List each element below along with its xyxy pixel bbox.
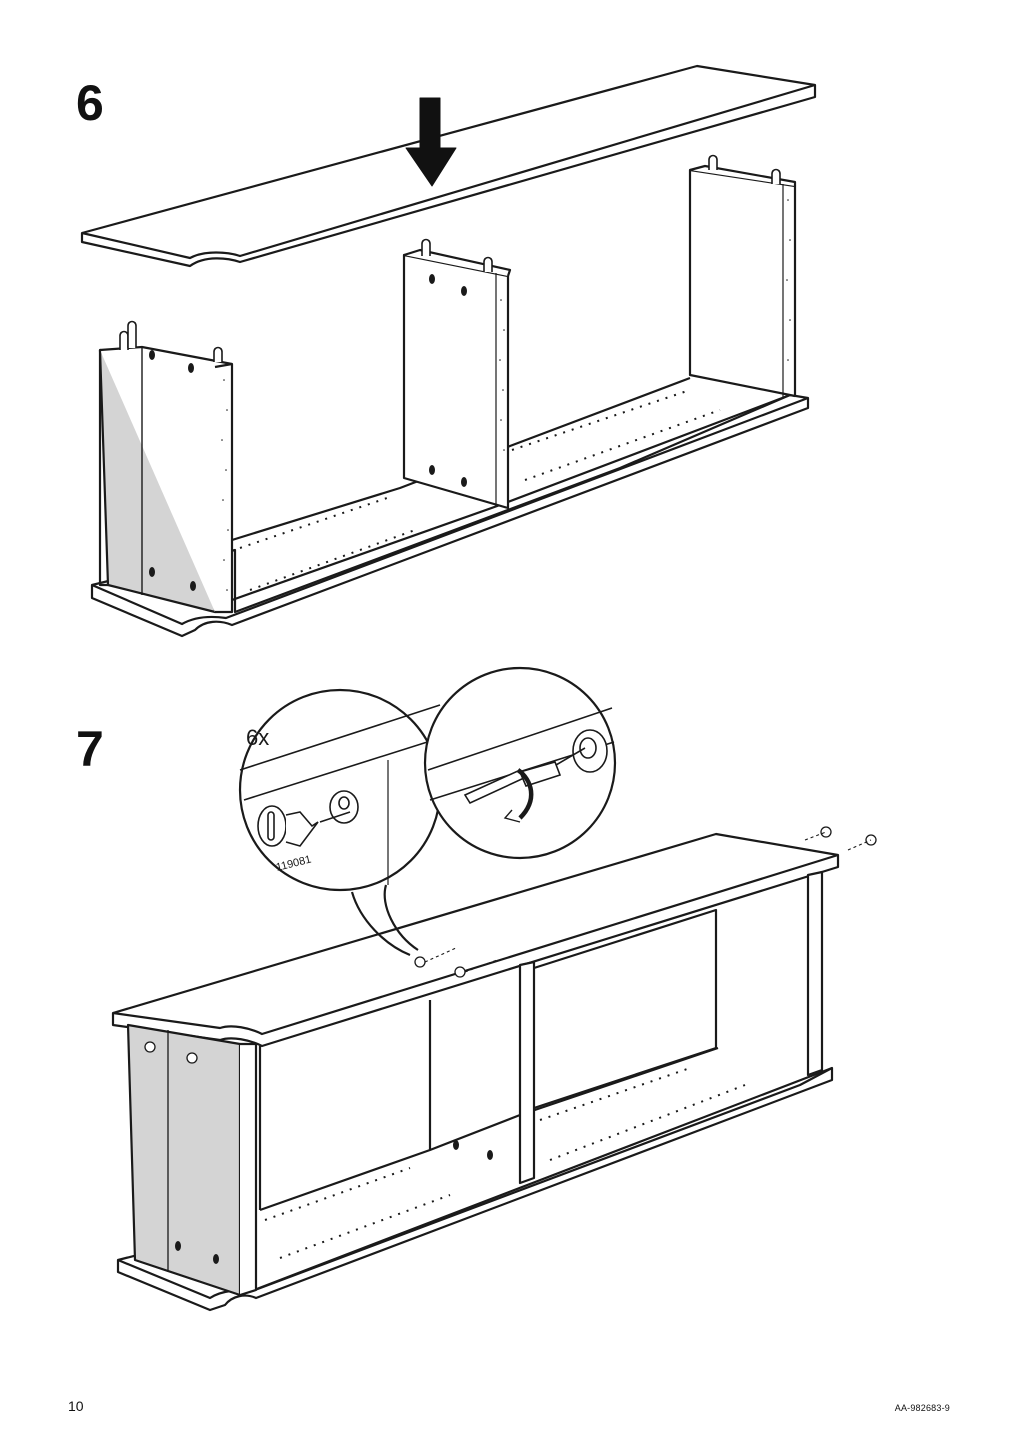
middle-divider — [402, 248, 512, 510]
top-board — [80, 64, 817, 268]
bottom-board — [90, 393, 810, 638]
document-code: AA-982683-9 — [894, 1403, 950, 1413]
step-7-illustration: 6x 119081 — [111, 666, 877, 1312]
step-6-number: 6 — [76, 75, 104, 131]
step-6-illustration — [80, 64, 817, 638]
left-side-panel — [98, 345, 234, 614]
assembled-shelf — [111, 832, 840, 1312]
right-side-panel — [688, 164, 797, 398]
down-arrow — [405, 97, 457, 187]
page-number: 10 — [68, 1398, 84, 1414]
quantity-label: 6x — [246, 725, 269, 750]
step-7-number: 7 — [76, 721, 104, 777]
